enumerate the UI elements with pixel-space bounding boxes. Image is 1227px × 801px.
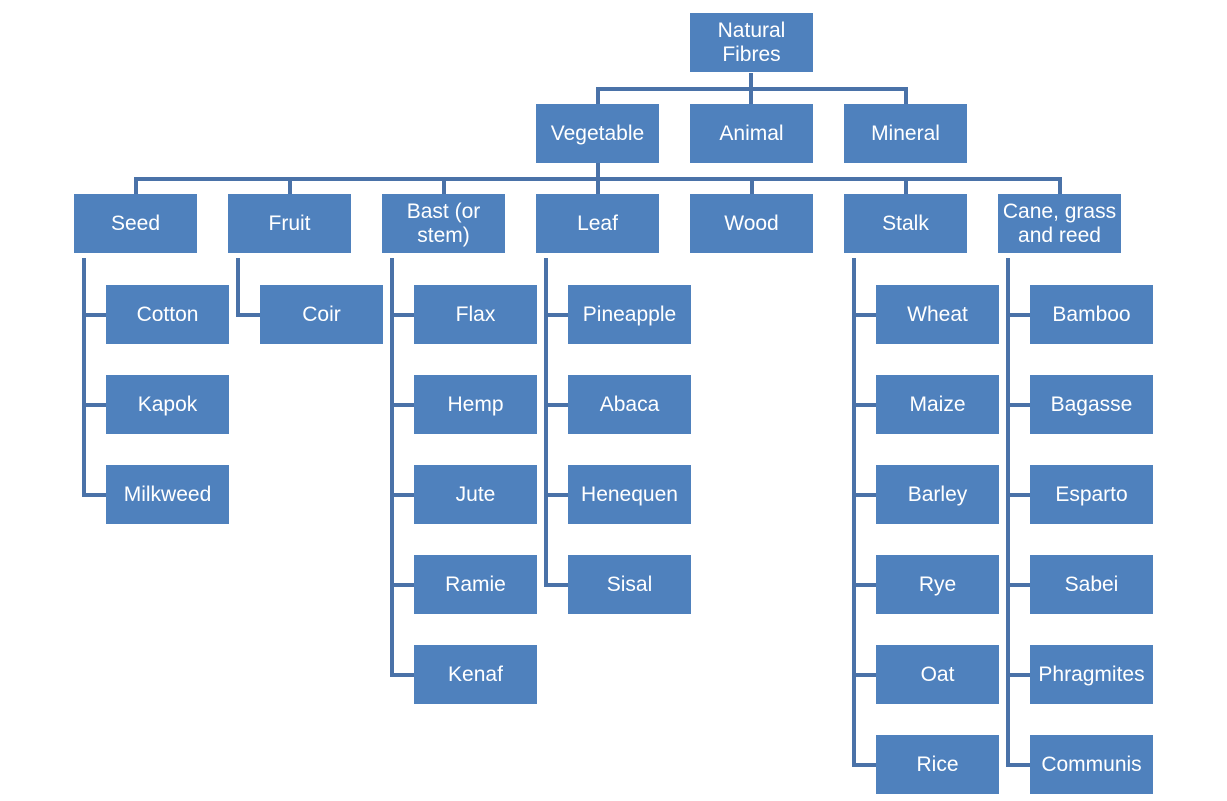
node-fibre: Bagasse bbox=[1030, 375, 1153, 434]
node-vegetable: Vegetable bbox=[536, 104, 659, 163]
node-fibre: Henequen bbox=[568, 465, 691, 524]
node-fibre: Phragmites bbox=[1030, 645, 1153, 704]
node-category: Bast (or stem) bbox=[382, 194, 505, 253]
node-mineral: Mineral bbox=[844, 104, 967, 163]
node-fibre: Oat bbox=[876, 645, 999, 704]
node-natural-fibres: Natural Fibres bbox=[690, 13, 813, 72]
node-fibre: Kenaf bbox=[414, 645, 537, 704]
node-fibre: Kapok bbox=[106, 375, 229, 434]
node-fibre: Rice bbox=[876, 735, 999, 794]
node-fibre: Milkweed bbox=[106, 465, 229, 524]
node-fibre: Rye bbox=[876, 555, 999, 614]
node-fibre: Hemp bbox=[414, 375, 537, 434]
node-fibre: Communis bbox=[1030, 735, 1153, 794]
node-animal: Animal bbox=[690, 104, 813, 163]
node-category: Wood bbox=[690, 194, 813, 253]
node-fibre: Barley bbox=[876, 465, 999, 524]
node-category: Stalk bbox=[844, 194, 967, 253]
node-category: Leaf bbox=[536, 194, 659, 253]
node-fibre: Maize bbox=[876, 375, 999, 434]
node-category: Fruit bbox=[228, 194, 351, 253]
node-fibre: Sabei bbox=[1030, 555, 1153, 614]
node-fibre: Cotton bbox=[106, 285, 229, 344]
node-category: Seed bbox=[74, 194, 197, 253]
node-fibre: Wheat bbox=[876, 285, 999, 344]
node-category: Cane, grass and reed bbox=[998, 194, 1121, 253]
node-fibre: Coir bbox=[260, 285, 383, 344]
node-fibre: Pineapple bbox=[568, 285, 691, 344]
node-fibre: Bamboo bbox=[1030, 285, 1153, 344]
node-fibre: Flax bbox=[414, 285, 537, 344]
node-fibre: Abaca bbox=[568, 375, 691, 434]
node-fibre: Sisal bbox=[568, 555, 691, 614]
node-fibre: Esparto bbox=[1030, 465, 1153, 524]
node-fibre: Ramie bbox=[414, 555, 537, 614]
node-fibre: Jute bbox=[414, 465, 537, 524]
